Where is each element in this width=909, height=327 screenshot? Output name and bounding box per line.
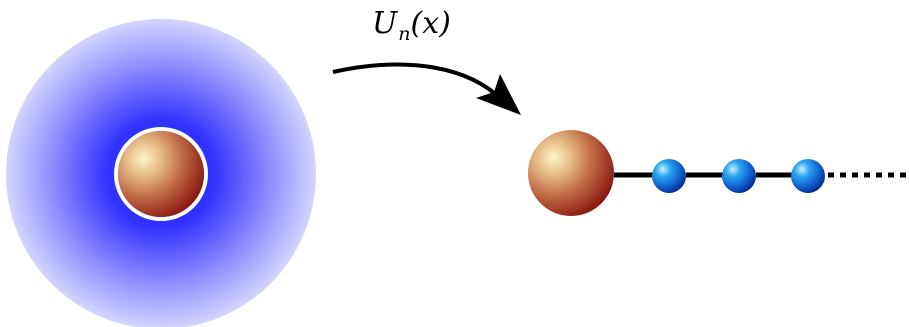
bath-site-1: [652, 159, 686, 193]
mapping-label: Un(x): [372, 4, 451, 47]
impurity-outline-left: [114, 127, 208, 221]
mapping-subscript: n: [398, 23, 411, 45]
continuous-bath-group: [6, 19, 316, 327]
mapping-arrow: [332, 62, 504, 102]
mapping-arrow-group: [332, 62, 521, 115]
bath-site-3: [791, 159, 825, 193]
impurity-sphere-chain: [528, 130, 614, 216]
chain-group: [528, 130, 906, 216]
impurity-sphere-left: [118, 131, 204, 217]
mapping-arrowhead: [476, 74, 521, 115]
mapping-argument: (x): [410, 6, 451, 41]
bath-site-2: [722, 159, 756, 193]
mapping-symbol: U: [372, 6, 398, 41]
